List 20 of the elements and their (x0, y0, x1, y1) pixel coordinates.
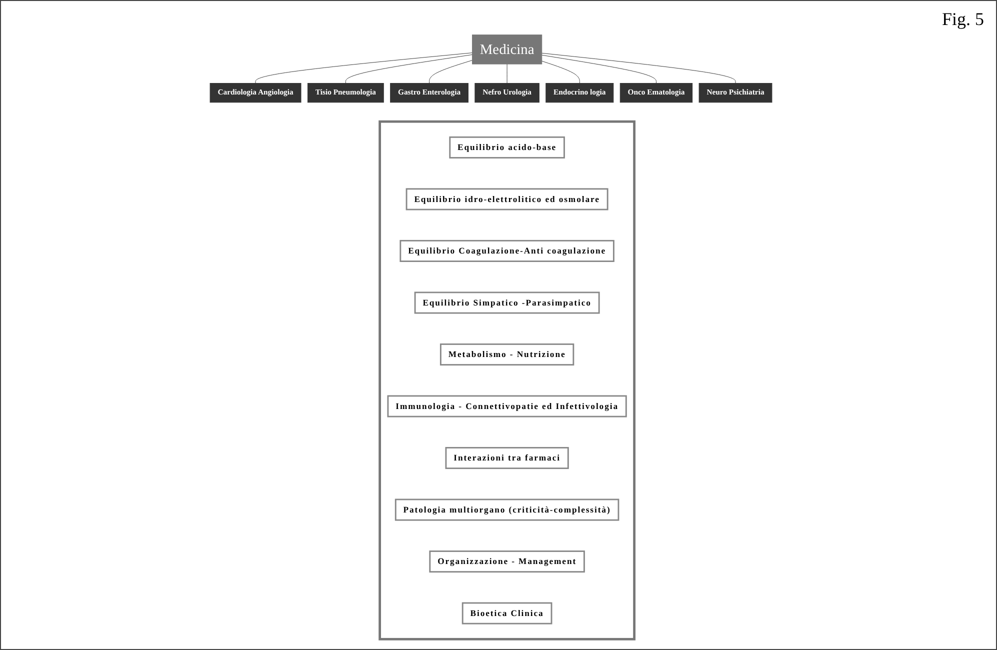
connector (255, 52, 472, 84)
connector (429, 60, 472, 84)
connector (345, 54, 472, 84)
cluster (378, 120, 636, 640)
node-box: Equilibrio idro-elettrolitico ed osmolare (406, 188, 608, 210)
node-box: Patologia multiorgano (criticità-complessità) (394, 498, 620, 521)
node-box: Organizzazione - Management (429, 550, 585, 573)
connector (542, 54, 656, 84)
node-box: Bioetica Clinica (462, 602, 552, 624)
figure-number: Fig. 5 (942, 9, 984, 29)
node-box: Metabolismo - Nutrizione (440, 343, 574, 366)
node-box: Interazioni tra farmaci (445, 446, 569, 470)
node-box: Equilibrio acido-base (449, 136, 565, 158)
connector (542, 52, 736, 84)
node-box: Equilibrio Coagulazione-Anti coagulazione (400, 240, 614, 262)
node-box: Medicina (472, 34, 542, 64)
node-box: Immunologia - Connettivopatie ed Infettivologia (387, 395, 627, 418)
connector (542, 60, 580, 84)
connector (506, 64, 508, 84)
node-box: Equilibrio Simpatico -Parasimpatico (414, 292, 600, 314)
